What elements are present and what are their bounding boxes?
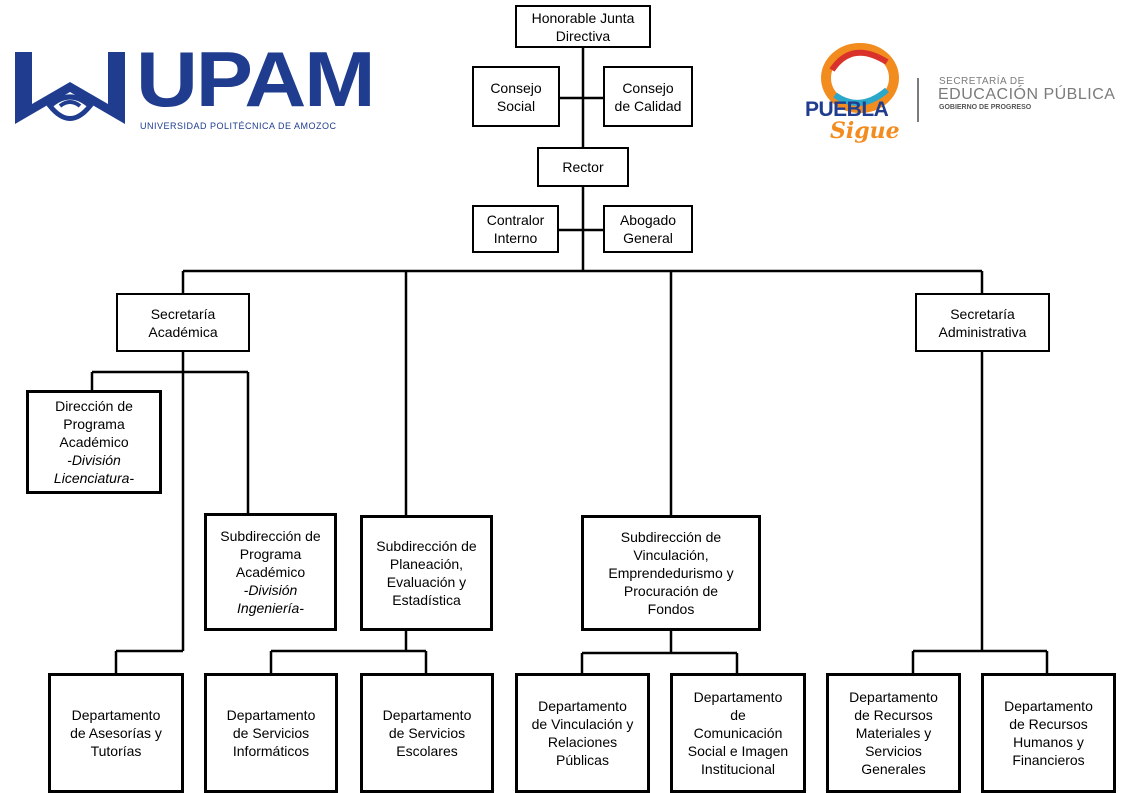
node-label-line: Vinculación, bbox=[633, 547, 709, 563]
node-label-line: Escolares bbox=[396, 743, 458, 759]
node-label-line: de bbox=[730, 707, 746, 723]
node-label-line: Departamento bbox=[538, 698, 627, 714]
node-label-italic: -División bbox=[67, 452, 121, 468]
node-label-line: Consejo bbox=[490, 79, 542, 96]
node-dep-asesorias: Departamento de Asesorías y Tutorías bbox=[48, 673, 184, 793]
node-label-line: Social e Imagen bbox=[687, 743, 789, 759]
node-label-line: Emprendedurismo y bbox=[608, 565, 734, 581]
node-label-line: Interno bbox=[493, 230, 538, 246]
node-label-italic: -División bbox=[243, 582, 298, 598]
node-label-line: Generales bbox=[861, 761, 926, 777]
node-label-line: Subdirección de bbox=[376, 538, 477, 554]
node-label-line: Humanos y bbox=[1013, 734, 1084, 750]
node-label-line: Departamento bbox=[1004, 698, 1093, 714]
sep-puebla-logo: PUEBLA Sigue SECRETARÍA DE EDUCACIÓN PÚB… bbox=[800, 40, 1130, 150]
node-label-line: Académica bbox=[148, 323, 218, 340]
node-label-line: Públicas bbox=[556, 752, 609, 768]
node-label-line: Servicios bbox=[865, 743, 922, 759]
node-label-line: Departamento bbox=[71, 707, 161, 723]
upam-emblem-icon bbox=[15, 52, 125, 124]
node-label-line: Procuración de bbox=[623, 583, 719, 599]
node-label-italic: Ingeniería- bbox=[237, 600, 304, 616]
node-label-line: Departamento bbox=[849, 689, 938, 705]
node-label-line: Contralor bbox=[486, 212, 545, 228]
node-label-line: Fondos bbox=[647, 601, 695, 617]
node-label-line: Subdirección de bbox=[220, 528, 321, 544]
node-label-line: Dirección de bbox=[55, 398, 133, 414]
sep-line1: SECRETARÍA DE bbox=[939, 76, 1025, 87]
sep-line2: EDUCACIÓN PÚBLICA bbox=[938, 86, 1116, 103]
node-label-line: de Recursos bbox=[1009, 716, 1088, 732]
node-label-line: Rector bbox=[562, 159, 604, 175]
sep-line3: GOBIERNO DE PROGRESO bbox=[939, 104, 1032, 111]
node-label-italic: Licenciatura- bbox=[53, 470, 135, 486]
node-subdireccion-vinculacion: Subdirección de Vinculación, Emprendeduris… bbox=[581, 515, 761, 631]
node-label-line: Académico bbox=[59, 434, 129, 450]
sigue-text: Sigue bbox=[830, 118, 900, 144]
node-label-line: de Servicios bbox=[388, 725, 466, 741]
node-label-line: Informáticos bbox=[232, 743, 310, 759]
node-label-line: Abogado bbox=[619, 212, 677, 228]
node-label-line: Relaciones bbox=[547, 734, 618, 750]
sep-divider bbox=[917, 78, 919, 122]
node-label-line: Materiales y bbox=[855, 725, 932, 741]
node-label-line: Programa bbox=[63, 416, 125, 432]
upam-wordmark: UPAM bbox=[136, 35, 376, 123]
node-label-line: Estadística bbox=[392, 592, 461, 608]
node-label-line: de Vinculación y bbox=[531, 716, 634, 732]
node-label-line: de Servicios bbox=[232, 725, 310, 741]
puebla-text: PUEBLA bbox=[805, 98, 889, 121]
node-label-line: Subdirección de bbox=[620, 529, 722, 545]
node-label-line: Departamento bbox=[693, 689, 783, 705]
node-label-line: Tutorías bbox=[90, 743, 142, 759]
node-label-line: de Recursos bbox=[854, 707, 933, 723]
node-label-line: Secretaría bbox=[950, 305, 1015, 322]
node-label-line: Académico bbox=[235, 564, 306, 580]
node-label-line: General bbox=[623, 230, 673, 246]
node-label-line: Honorable Junta bbox=[531, 9, 635, 26]
node-label-line: Secretaría bbox=[150, 305, 216, 322]
node-label-line: Departamento bbox=[226, 707, 316, 723]
upam-logo: UPAM UNIVERSIDAD POLITÉCNICA DE AMOZOC bbox=[10, 40, 390, 144]
node-label-line: Comunicación bbox=[693, 725, 783, 741]
node-subdireccion-planeacion: Subdirección de Planeación, Evaluación y Es… bbox=[360, 515, 493, 631]
node-label-line: Administrativa bbox=[938, 323, 1027, 340]
node-label-line: de Asesorías y bbox=[70, 725, 162, 741]
node-label-line: Planeación, bbox=[389, 556, 464, 572]
node-label-line: Social bbox=[496, 97, 536, 114]
node-label-line: Evaluación y bbox=[386, 574, 467, 590]
upam-subtitle: UNIVERSIDAD POLITÉCNICA DE AMOZOC bbox=[140, 121, 337, 131]
node-label-line: Departamento bbox=[382, 707, 472, 723]
node-label-line: Consejo bbox=[622, 79, 674, 96]
node-rector: Rector bbox=[537, 147, 629, 187]
node-label-line: de Calidad bbox=[614, 97, 682, 114]
node-label-line: Programa bbox=[239, 546, 302, 562]
node-label-line: Directiva bbox=[555, 27, 611, 44]
node-label-line: Financieros bbox=[1012, 752, 1085, 768]
node-label-line: Institucional bbox=[701, 761, 775, 777]
puebla-swirl-icon bbox=[821, 43, 899, 113]
